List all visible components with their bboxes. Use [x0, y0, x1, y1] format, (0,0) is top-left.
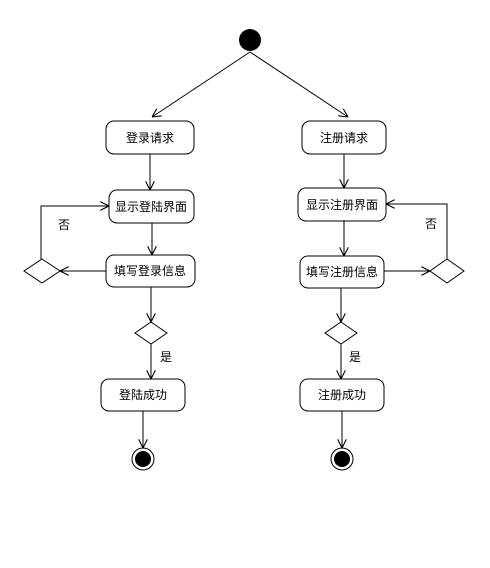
fill-register-info-label: 填写注册信息 [306, 264, 378, 279]
register-success-decision [324, 321, 358, 345]
login-yes-label: 是 [160, 350, 172, 364]
login-success-decision [134, 321, 168, 345]
start-node [239, 29, 261, 51]
register-end-node-inner [334, 451, 350, 467]
fill-register-info-node [299, 255, 385, 289]
login-request-label: 登录请求 [126, 130, 174, 145]
fill-login-info-label: 填写登录信息 [114, 263, 186, 278]
register-retry-decision [429, 258, 465, 284]
login-success-label: 登陆成功 [119, 387, 167, 402]
register-success-label: 注册成功 [318, 387, 366, 402]
register-yes-label: 是 [349, 350, 361, 364]
login-retry-decision [23, 258, 61, 284]
edge-start-to-login-request [152, 51, 251, 117]
login-no-label: 否 [58, 218, 70, 232]
left-branch: 登录请求 显示登陆界面 填写登录信息 否 是 登陆成功 [23, 120, 196, 471]
login-end-node-inner [135, 451, 151, 467]
show-register-ui-label: 显示注册界面 [306, 197, 378, 212]
right-branch: 注册请求 显示注册界面 填写注册信息 否 是 注册成功 [297, 120, 465, 471]
show-login-ui-label: 显示登陆界面 [115, 199, 187, 214]
edge-start-to-register-request [249, 51, 348, 117]
register-request-label: 注册请求 [320, 130, 368, 145]
edge-register-retry-to-show-ui [386, 204, 448, 259]
edge-retry-to-show-ui [40, 206, 109, 259]
register-no-label: 否 [425, 217, 437, 231]
